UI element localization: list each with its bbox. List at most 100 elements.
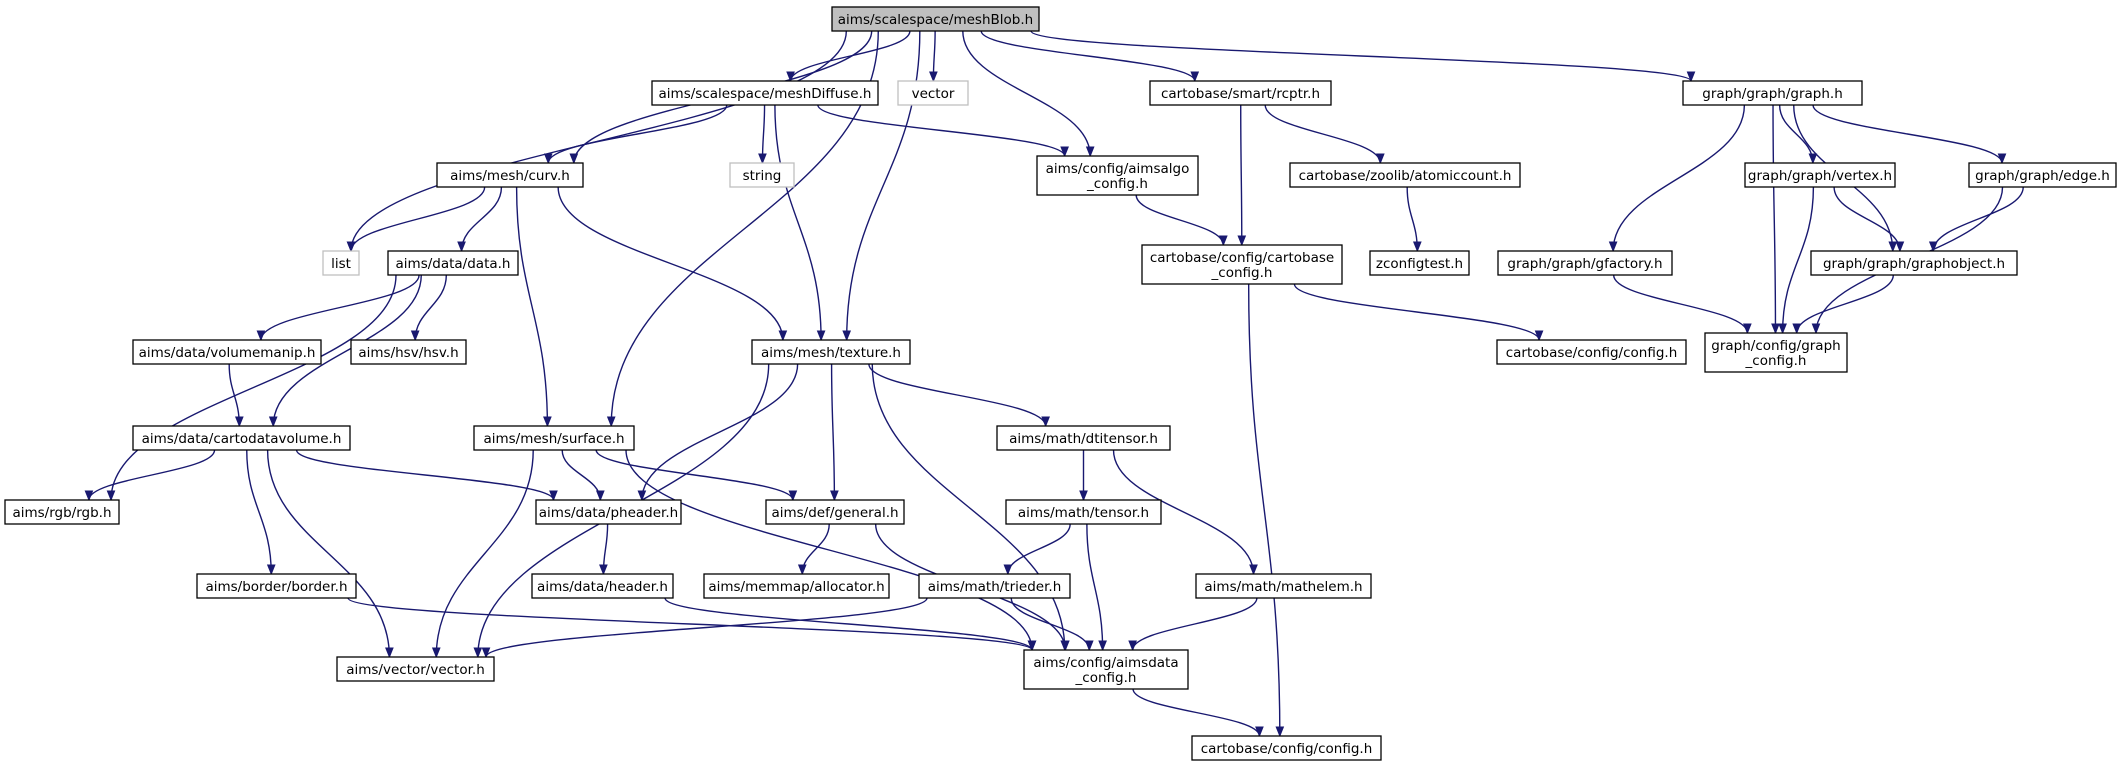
- edge-line: [1131, 597, 1258, 651]
- edge-graph-to-graphconfig: [1771, 104, 1780, 335]
- edge-arrowhead: [1375, 153, 1385, 165]
- edge-line: [1796, 274, 1894, 334]
- edge-surface-to-aimsdata: [625, 449, 1037, 652]
- node-label: aims/data/volumemanip.h: [139, 345, 316, 361]
- node-volumemanip[interactable]: aims/data/volumemanip.h: [132, 339, 322, 365]
- node-box: [831, 6, 1040, 32]
- node-label: graph/config/graph: [1711, 338, 1840, 354]
- node-hsv[interactable]: aims/hsv/hsv.h: [350, 339, 467, 365]
- node-box: [897, 80, 969, 106]
- node-label: _config.h: [1086, 176, 1148, 192]
- node-aimsalgo[interactable]: aims/config/aimsalgo_config.h: [1036, 155, 1199, 196]
- node-allocator[interactable]: aims/memmap/allocator.h: [703, 573, 890, 599]
- node-meshDiffuse[interactable]: aims/scalespace/meshDiffuse.h: [651, 80, 879, 106]
- edge-gvertex-to-graphobject: [1833, 186, 1905, 253]
- edge-arrowhead: [816, 330, 826, 342]
- node-zconfigtest[interactable]: zconfigtest.h: [1369, 250, 1470, 276]
- edge-line: [1293, 283, 1540, 341]
- node-datadata[interactable]: aims/data/data.h: [387, 250, 519, 276]
- node-tensor[interactable]: aims/math/tensor.h: [1005, 499, 1162, 525]
- node-rgb[interactable]: aims/rgb/rgb.h: [4, 499, 120, 525]
- node-box: [473, 425, 635, 451]
- node-atomiccount[interactable]: cartobase/zoolib/atomiccount.h: [1289, 162, 1521, 188]
- edge-line: [789, 30, 911, 82]
- edge-arrowhead: [758, 153, 767, 165]
- node-gfactory[interactable]: graph/graph/gfactory.h: [1497, 250, 1673, 276]
- edge-line: [246, 449, 272, 575]
- edge-arrowhead: [830, 490, 839, 502]
- node-label: aims/vector/vector.h: [346, 662, 485, 678]
- node-vector[interactable]: vector: [897, 80, 969, 106]
- edge-arrowhead: [1811, 323, 1821, 335]
- edge-arrowhead: [1997, 153, 2007, 165]
- node-box: [1369, 250, 1470, 276]
- node-border[interactable]: aims/border/border.h: [196, 573, 357, 599]
- node-trieder[interactable]: aims/math/trieder.h: [918, 573, 1071, 599]
- node-surface[interactable]: aims/mesh/surface.h: [473, 425, 635, 451]
- node-list[interactable]: list: [322, 250, 360, 276]
- edge-gedge-to-graphobject: [1928, 186, 2024, 253]
- node-rcptr[interactable]: cartobase/smart/rcptr.h: [1149, 80, 1332, 106]
- edge-arrowhead: [1098, 640, 1107, 652]
- node-label: string: [743, 168, 782, 184]
- edge-line: [460, 186, 503, 252]
- node-meshBlob[interactable]: aims/scalespace/meshBlob.h: [831, 6, 1040, 32]
- node-label: aims/border/border.h: [205, 579, 347, 595]
- edge-arrowhead: [1003, 564, 1013, 576]
- node-gvertex[interactable]: graph/graph/vertex.h: [1744, 162, 1896, 188]
- node-aimsdata[interactable]: aims/config/aimsdata_config.h: [1023, 649, 1189, 690]
- edge-surface-to-vectorh: [431, 449, 534, 659]
- node-graph[interactable]: graph/graph/graph.h: [1682, 80, 1863, 106]
- node-pheader[interactable]: aims/data/pheader.h: [535, 499, 682, 525]
- edge-line: [1932, 186, 2024, 252]
- edge-line: [1030, 30, 1692, 82]
- node-label: aims/data/header.h: [537, 579, 668, 595]
- edge-arrowhead: [543, 153, 553, 165]
- node-header[interactable]: aims/data/header.h: [531, 573, 674, 599]
- node-box: [132, 339, 322, 365]
- node-label: aims/scalespace/meshDiffuse.h: [659, 86, 872, 102]
- edge-tensor-to-aimsdata: [1086, 523, 1107, 652]
- edge-line: [1112, 449, 1255, 575]
- node-label: aims/mesh/surface.h: [483, 431, 624, 447]
- node-dtitensor[interactable]: aims/math/dtitensor.h: [996, 425, 1171, 451]
- node-box: [387, 250, 519, 276]
- node-string[interactable]: string: [729, 162, 795, 188]
- node-cbconfigB[interactable]: cartobase/config/config.h: [1191, 735, 1382, 761]
- node-gedge[interactable]: graph/graph/edge.h: [1968, 162, 2117, 188]
- node-cartodatavolume[interactable]: aims/data/cartodatavolume.h: [132, 425, 351, 451]
- edge-line: [845, 30, 921, 341]
- edge-gfactory-to-graphconfig: [1612, 274, 1752, 335]
- edge-arrowhead: [549, 490, 558, 502]
- edge-tensor-to-trieder: [1003, 523, 1071, 576]
- edge-line: [962, 30, 1091, 157]
- edge-graphobject-to-graphconfig: [1792, 274, 1894, 335]
- node-mathelem[interactable]: aims/math/mathelem.h: [1195, 573, 1372, 599]
- node-label: aims/mesh/texture.h: [761, 345, 901, 361]
- edge-arrowhead: [1686, 71, 1696, 83]
- edge-meshDiffuse-to-string: [758, 104, 767, 165]
- edge-arrowhead: [1275, 726, 1285, 738]
- edge-line: [485, 597, 928, 658]
- edge-line: [1612, 274, 1749, 334]
- node-general[interactable]: aims/def/general.h: [765, 499, 905, 525]
- edge-line: [110, 274, 397, 501]
- node-label: cartobase/config/config.h: [1201, 741, 1373, 757]
- node-label: aims/math/dtitensor.h: [1009, 431, 1158, 447]
- node-box: [132, 425, 351, 451]
- node-cbconfigA[interactable]: cartobase/config/config.h: [1496, 339, 1687, 365]
- edge-graph-to-gedge: [1812, 104, 2007, 165]
- edge-datadata-to-hsv: [410, 274, 448, 342]
- node-texture[interactable]: aims/mesh/texture.h: [751, 339, 911, 365]
- node-cartobaseconfig[interactable]: cartobase/config/cartobase_config.h: [1141, 244, 1343, 285]
- node-curv[interactable]: aims/mesh/curv.h: [436, 162, 584, 188]
- edge-line: [641, 363, 799, 501]
- edge-meshDiffuse-to-curv: [543, 104, 728, 165]
- edge-curv-to-texture: [557, 186, 788, 342]
- edge-arrowhead: [481, 647, 491, 659]
- node-box: [1968, 162, 2117, 188]
- node-graphconfig[interactable]: graph/config/graph_config.h: [1704, 332, 1848, 373]
- node-graphobject[interactable]: graph/graph/graphobject.h: [1810, 250, 2018, 276]
- node-vectorh[interactable]: aims/vector/vector.h: [336, 656, 495, 682]
